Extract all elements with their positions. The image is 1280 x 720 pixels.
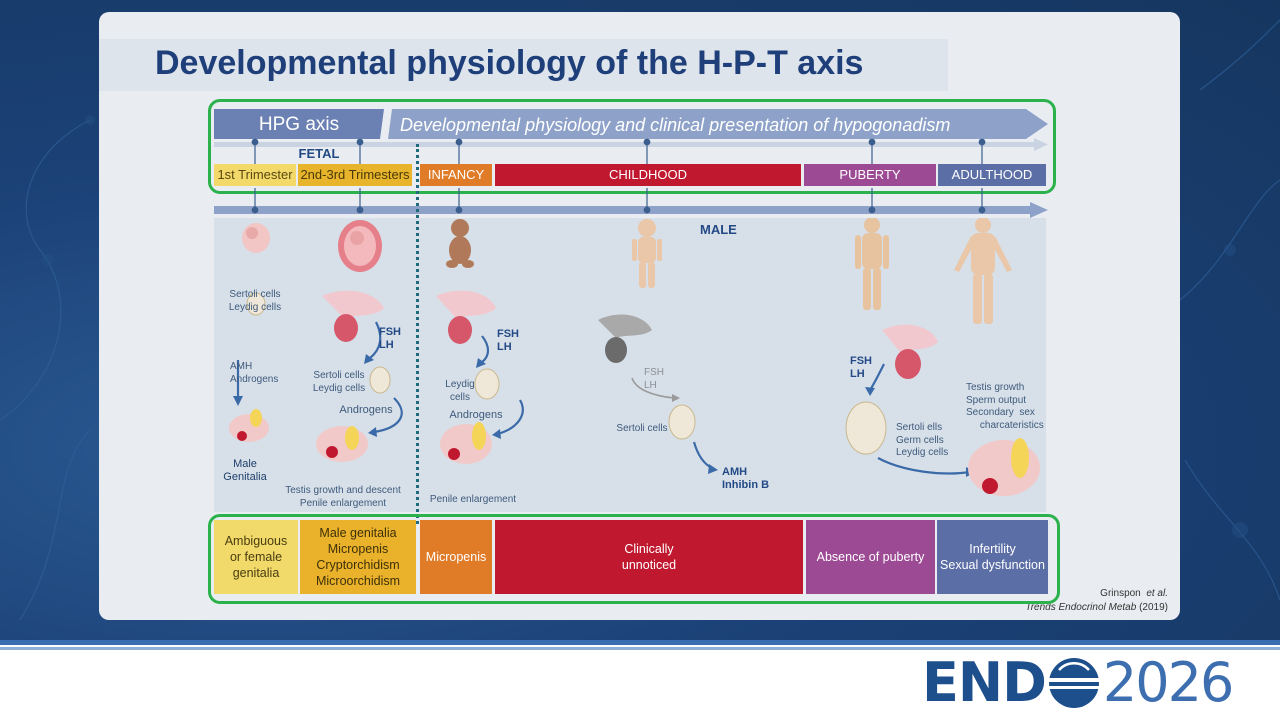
hpg-axis-arrow [214,109,1048,139]
adult-icon [954,218,1012,324]
fetal-genitalia-late-icon [316,426,368,462]
label-amh-androgens-1: AMH Androgens [230,361,279,385]
label-cells-puberty: Sertoli ells Germ cells Leydig cells [896,422,949,458]
fetus-icon [338,220,382,272]
stage-adulthood: ADULTHOOD [938,164,1046,186]
stage-label: ADULTHOOD [951,167,1033,182]
stage-label: INFANCY [427,167,485,182]
label-sertoli-leydig-1: Sertoli cells Leydig cells [228,289,282,313]
label-androgens-fetal: Androgens [339,404,393,416]
label-testis-descent: Testis growth and descent Penile enlarge… [285,485,401,509]
adult-genitalia-icon [968,438,1040,496]
pituitary-icon-infancy [436,290,496,344]
stage-childhood: CHILDHOOD [495,164,801,186]
label-amh-inhibin: AMH Inhibin B [722,466,770,491]
child-icon [632,219,662,288]
label-fsh-lh-infancy: FSH LH [497,328,519,353]
outcome-label: Ambiguous or female genitalia [224,534,288,580]
label-fsh-lh-puberty: FSH LH [850,355,872,380]
header-highlight-box [208,99,1056,194]
footer-stripe-light [0,647,1280,650]
citation-year: (2019) [1139,602,1168,613]
stage-2nd-3rd-trimesters: 2nd-3rd Trimesters [298,164,412,186]
outcome-infancy: Micropenis [420,520,492,594]
citation-author: Grinspon [1100,588,1141,599]
label-fsh-lh-childhood: FSH LH [644,367,664,391]
label-sertoli-childhood: Sertoli cells [616,423,668,434]
footer-stripe [0,640,1280,645]
fetal-label: FETAL [298,146,340,161]
timeline-arrow [214,138,1048,151]
pituitary-icon-fetal [322,290,384,342]
endo-logo: END 2026 [922,651,1234,714]
outcome-1st-trimester: Ambiguous or female genitalia [214,520,298,594]
label-sertoli-leydig-2: Sertoli cells Leydig cells [312,370,366,394]
outcome-adulthood: Infertility Sexual dysfunction [937,520,1048,594]
outcomes-highlight-box [208,514,1060,604]
adolescent-icon [855,218,889,310]
stage-infancy: INFANCY [420,164,492,186]
label-leydig-infancy: Leydig cells [445,379,475,403]
outcome-label: Absence of puberty [816,550,925,564]
physiology-label: Developmental physiology and clinical pr… [400,115,951,135]
embryo-icon [242,223,270,253]
outcome-label: Male genitalia Micropenis Cryptorchidism… [315,526,401,588]
outcome-label: Micropenis [425,550,487,564]
outcome-2nd-3rd-trimesters: Male genitalia Micropenis Cryptorchidism… [300,520,416,594]
outcome-puberty: Absence of puberty [806,520,935,594]
title-band [99,39,948,91]
outcome-label: Clinically unnoticed [621,542,677,572]
infant-genitalia-icon [440,422,492,464]
fetal-genitalia-icon [229,409,269,442]
background-network-pattern [0,19,1280,621]
citation-journal: Trends Endocrinol Metab [1025,602,1137,613]
citation: Grinspon et al. Trends Endocrinol Metab … [1025,587,1168,615]
outcome-label: Infertility Sexual dysfunction [940,542,1045,572]
logo-year-text: 2026 [1102,651,1234,714]
label-testis-growth: Testis growth Sperm output Secondary sex… [966,382,1044,431]
citation-journal-line: Trends Endocrinol Metab (2019) [1025,601,1168,615]
infant-icon [446,219,474,268]
label-male-genitalia: Male Genitalia [223,458,267,483]
hpg-axis-label: HPG axis [258,114,340,135]
logo-globe-icon [1048,658,1099,708]
citation-etal: et al. [1146,588,1168,599]
stage-puberty: PUBERTY [804,164,936,186]
pituitary-icon-puberty [882,324,938,379]
page-title: Developmental physiology of the H-P-T ax… [155,44,864,82]
label-androgens-infancy: Androgens [449,409,503,421]
stage-1st-trimester: 1st Trimester [214,164,296,186]
stage-label: CHILDHOOD [608,167,687,182]
fetal-postnatal-divider [416,144,419,524]
stage-markers [251,138,986,214]
stage-label: 1st Trimester [217,167,293,182]
citation-author-line: Grinspon et al. [1025,587,1168,601]
label-fsh-lh-fetal: FSH LH [379,326,401,351]
outcome-childhood: Clinically unnoticed [495,520,803,594]
logo-brand-text: END [922,651,1047,714]
stage-label: 2nd-3rd Trimesters [300,167,410,182]
male-timeline-arrow [214,202,1048,218]
development-illustrations [229,218,1040,496]
pituitary-icon-childhood [598,314,652,363]
label-penile-enlargement: Penile enlargement [429,494,517,505]
male-label: MALE [700,222,737,237]
stage-label: PUBERTY [839,167,901,182]
